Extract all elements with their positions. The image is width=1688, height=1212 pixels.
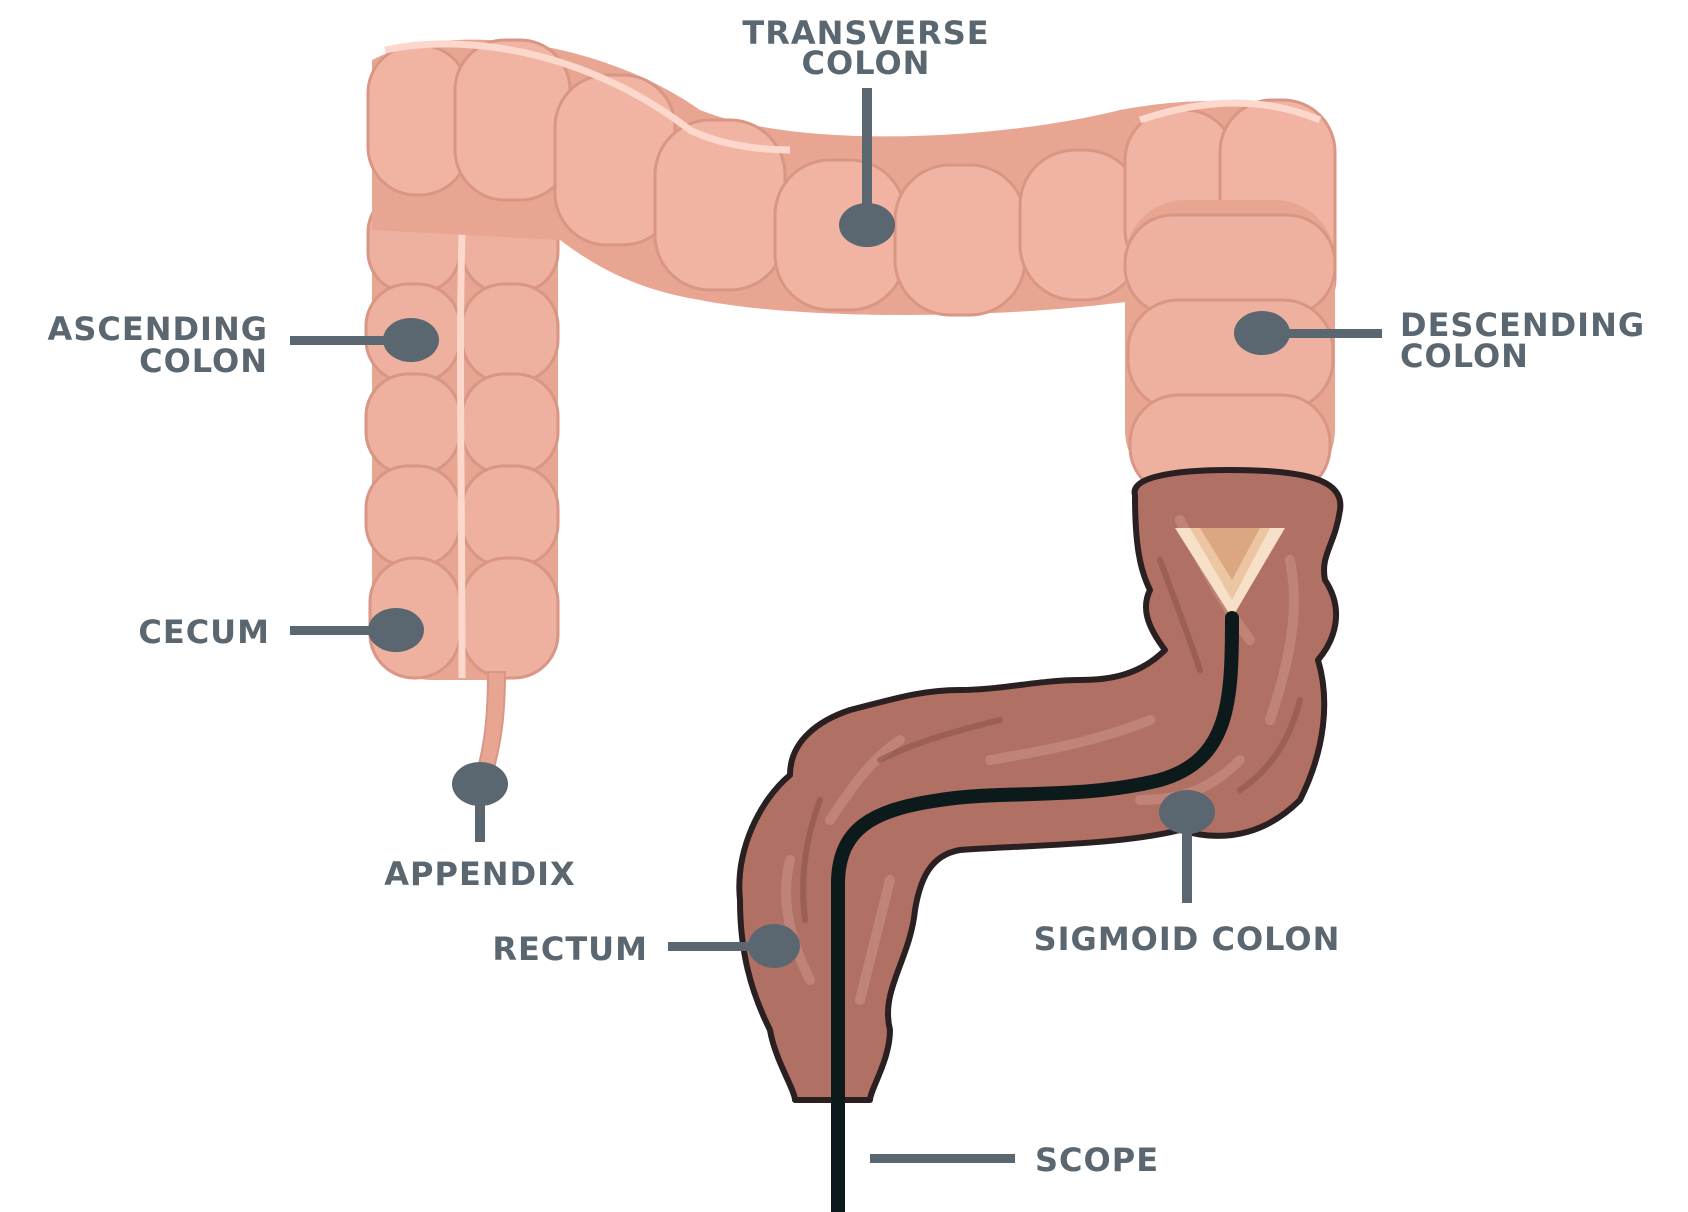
descending-colon-label-line2: COLON xyxy=(1400,337,1529,375)
sigmoid-colon-label: SIGMOID COLON xyxy=(1034,920,1341,958)
appendix-marker xyxy=(452,762,508,806)
rectum-marker xyxy=(748,924,800,968)
label-appendix: APPENDIX xyxy=(384,762,575,893)
ascending-colon xyxy=(366,190,558,680)
transverse-colon-leader xyxy=(862,88,872,208)
transverse-colon-marker xyxy=(839,203,895,247)
appendix-label: APPENDIX xyxy=(384,855,575,893)
cecum-label: CECUM xyxy=(138,613,270,651)
ascending-colon-marker xyxy=(383,318,439,362)
label-scope: SCOPE xyxy=(870,1141,1159,1179)
descending-colon xyxy=(1125,200,1335,495)
label-cecum: CECUM xyxy=(138,608,424,652)
scope-label: SCOPE xyxy=(1035,1141,1159,1179)
descending-colon-marker xyxy=(1234,311,1290,355)
ascending-colon-label-line2: COLON xyxy=(139,342,268,380)
sigmoid-colon xyxy=(739,470,1340,1100)
rectum-label: RECTUM xyxy=(492,930,648,968)
sigmoid-colon-leader xyxy=(1182,828,1192,903)
transverse-colon-label-line2: COLON xyxy=(802,44,931,82)
cecum-marker xyxy=(368,608,424,652)
appendix-leader xyxy=(475,800,485,842)
scope-leader xyxy=(870,1154,1015,1163)
sigmoid-colon-marker xyxy=(1159,790,1215,834)
